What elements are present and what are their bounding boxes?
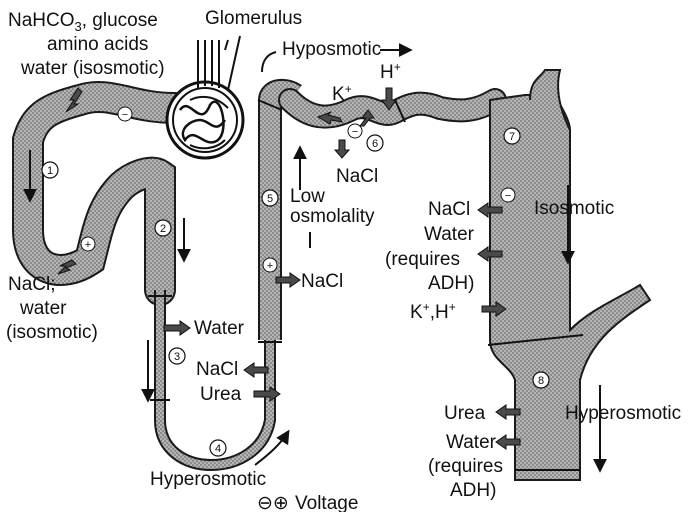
- requires-cd-label: (requires: [385, 249, 460, 270]
- charge-minus-cd: −: [501, 188, 515, 202]
- pct-solutes-line2: amino acids: [47, 34, 148, 55]
- voltage-symbols: ⊖⊕: [257, 493, 289, 512]
- water-desc-label: Water: [194, 318, 245, 339]
- svg-text:+: +: [85, 239, 91, 251]
- isosmotic-label: Isosmotic: [534, 198, 614, 219]
- svg-text:2: 2: [160, 223, 166, 235]
- svg-text:8: 8: [538, 375, 544, 387]
- svg-text:+: +: [267, 260, 273, 272]
- h-plus-dct: H+: [380, 60, 401, 83]
- adh-imcd-label: ADH): [450, 480, 496, 501]
- segment-marker-4: 4: [210, 440, 226, 456]
- charge-plus-tal: +: [263, 258, 277, 272]
- svg-text:3: 3: [174, 351, 180, 363]
- water-pct-label: water: [19, 298, 67, 319]
- hyposmotic-bracket: [262, 52, 276, 72]
- segment-marker-8: 8: [533, 372, 549, 388]
- water-imcd-label: Water: [446, 432, 497, 453]
- osmolality-label: osmolality: [290, 206, 375, 227]
- nacl-cd-label: NaCl: [428, 199, 470, 220]
- glomerulus-pointer: [228, 36, 240, 90]
- svg-text:−: −: [505, 190, 511, 202]
- water-cd-label: Water: [424, 224, 475, 245]
- hyposmotic-label: Hyposmotic: [282, 39, 381, 60]
- urea-asc-label: Urea: [200, 384, 242, 405]
- pct-solutes-line1: NaHCO3, glucose: [8, 10, 158, 34]
- pct-solutes-line3: water (isosmotic): [20, 58, 165, 79]
- low-label: Low: [290, 186, 325, 207]
- svg-text:7: 7: [509, 131, 515, 143]
- svg-text:1: 1: [47, 165, 53, 177]
- nacl-dct-label: NaCl: [336, 166, 378, 187]
- svg-text:5: 5: [267, 193, 273, 205]
- charge-plus-pct: +: [81, 237, 95, 251]
- svg-text:6: 6: [372, 138, 378, 150]
- svg-text:−: −: [122, 109, 128, 121]
- glomerulus: [167, 40, 243, 158]
- segment-marker-6: 6: [367, 135, 383, 151]
- glomerulus-label: Glomerulus: [205, 8, 302, 29]
- requires-imcd-label: (requires: [428, 456, 503, 477]
- voltage-label: Voltage: [295, 493, 358, 512]
- nacl-pct-label: NaCl;: [8, 274, 56, 295]
- adh-cd-label: ADH): [428, 273, 474, 294]
- segment-marker-5: 5: [262, 190, 278, 206]
- segment-marker-2: 2: [155, 220, 171, 236]
- nacl-tal-label: NaCl: [301, 271, 343, 292]
- proximal-convoluted-tubule-fill: [28, 97, 175, 290]
- hyperosmotic-cd-label: Hyperosmotic: [565, 403, 681, 424]
- k-h-cd-label: K+,H+: [410, 300, 456, 323]
- water-desc-arrow: [164, 321, 190, 335]
- segment-marker-3: 3: [169, 348, 185, 364]
- nacl-dct-arrow: [335, 140, 349, 158]
- hyperosmotic-loop-label: Hyperosmotic: [150, 469, 266, 490]
- svg-text:−: −: [352, 126, 358, 138]
- segment-marker-1: 1: [42, 162, 58, 178]
- urea-imcd-label: Urea: [444, 403, 486, 424]
- nacl-asc-label: NaCl: [196, 359, 238, 380]
- segment-marker-7: 7: [504, 128, 520, 144]
- isosmotic-pct-label: (isosmotic): [6, 322, 98, 343]
- svg-text:4: 4: [215, 443, 221, 455]
- charge-minus-pct: −: [118, 107, 132, 121]
